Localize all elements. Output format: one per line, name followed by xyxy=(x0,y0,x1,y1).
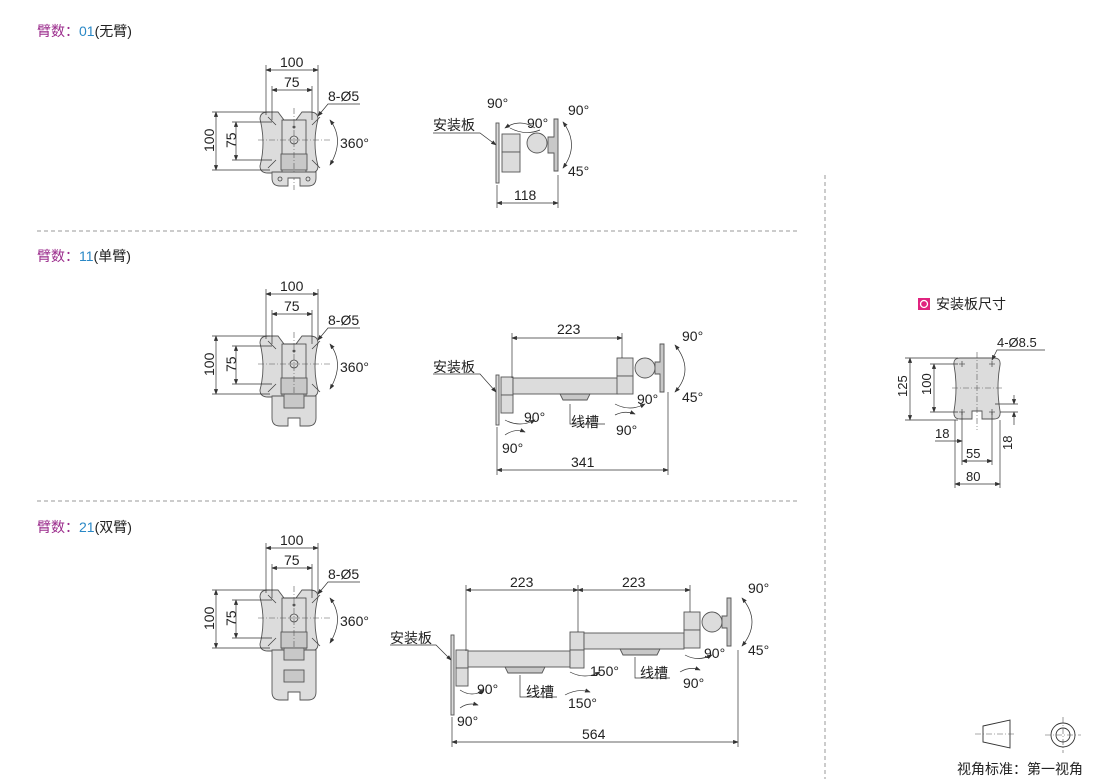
angle-label: 90° xyxy=(683,675,704,691)
cable-slot-label: 线槽 xyxy=(640,665,668,681)
dim-total-length: 341 xyxy=(571,454,595,470)
cable-slot-label: 线槽 xyxy=(526,684,554,700)
angle-label: 90° xyxy=(637,391,658,407)
dim-height-outer: 100 xyxy=(201,606,217,630)
angle-label: 90° xyxy=(487,95,508,111)
dim-total-length: 564 xyxy=(582,726,606,742)
angle-label: 90° xyxy=(477,681,498,697)
angle-label: 150° xyxy=(568,695,597,711)
dim-height-outer: 100 xyxy=(201,352,217,376)
tilt-up-label: 90° xyxy=(568,102,589,118)
dim-holes: 8-Ø5 xyxy=(328,566,359,582)
cable-slot-label: 线槽 xyxy=(571,414,599,430)
dim-edge-left: 18 xyxy=(935,426,949,441)
angle-label: 90° xyxy=(704,645,725,661)
angle-label: 90° xyxy=(524,409,545,425)
dim-depth: 118 xyxy=(514,187,537,203)
tilt-down-label: 45° xyxy=(568,163,589,179)
dim-arm2-length: 223 xyxy=(622,574,646,590)
dim-arm1-length: 223 xyxy=(510,574,534,590)
front-view: 100 75 8-Ø5 100 75 360° xyxy=(201,532,369,701)
dim-width: 80 xyxy=(966,469,980,484)
angle-label: 90° xyxy=(527,115,548,131)
dim-rotation: 360° xyxy=(340,359,369,375)
dim-width-inner: 75 xyxy=(284,298,300,314)
tilt-down-label: 45° xyxy=(682,389,703,405)
angle-label: 90° xyxy=(616,422,637,438)
mount-plate-label: 安装板 xyxy=(390,630,432,646)
dim-height-inner: 75 xyxy=(223,610,239,626)
dim-height-outer: 125 xyxy=(895,375,910,397)
mount-plate-label: 安装板 xyxy=(433,117,475,133)
dim-height-outer: 100 xyxy=(201,128,217,152)
tilt-up-label: 90° xyxy=(682,328,703,344)
dim-holes: 4-Ø8.5 xyxy=(997,335,1037,350)
mount-plate-label: 安装板 xyxy=(433,359,475,375)
side-view: 安装板 223 223 564 90° 45° 90° 90° 150° 150… xyxy=(390,574,769,747)
dim-height-inner: 75 xyxy=(223,356,239,372)
dim-hole-spacing: 55 xyxy=(966,446,980,461)
section-title: 臂数：21(双臂) xyxy=(37,519,132,535)
dim-arm-length: 223 xyxy=(557,321,581,337)
dim-height-inner: 100 xyxy=(919,373,934,395)
dim-edge-bottom: 18 xyxy=(1000,436,1015,450)
front-view: 100 75 8-Ø5 100 75 360° xyxy=(201,278,369,427)
tilt-up-label: 90° xyxy=(748,580,769,596)
tilt-down-label: 45° xyxy=(748,642,769,658)
side-view: 安装板 90° 90° 90° 45° 118 xyxy=(433,95,589,208)
dim-rotation: 360° xyxy=(340,613,369,629)
mount-plate-panel: 安装板尺寸 4-Ø8.5 125 100 18 18 55 80 xyxy=(895,296,1045,488)
dim-width-inner: 75 xyxy=(284,552,300,568)
projection-label: 视角标准：第一视角 xyxy=(957,761,1083,777)
projection-symbol: 视角标准：第一视角 xyxy=(957,717,1083,777)
section-no-arm: 臂数：01(无臂) 100 75 8-Ø5 100 75 360° xyxy=(37,23,589,208)
dim-height-inner: 75 xyxy=(223,132,239,148)
mount-plate-title: 安装板尺寸 xyxy=(936,296,1006,312)
section-badge-icon xyxy=(918,298,930,310)
dim-width-outer: 100 xyxy=(280,532,304,548)
dim-width-outer: 100 xyxy=(280,54,304,70)
angle-label: 90° xyxy=(502,440,523,456)
dim-width-outer: 100 xyxy=(280,278,304,294)
side-view: 安装板 223 341 90° 45° 90° 90° 90° 90° 线槽 xyxy=(433,321,703,475)
section-double-arm: 臂数：21(双臂) 100 75 8-Ø5 100 75 360° xyxy=(37,519,769,747)
angle-label: 150° xyxy=(590,663,619,679)
circle-view-icon xyxy=(1045,717,1081,753)
section-title: 臂数：11(单臂) xyxy=(37,248,131,264)
angle-label: 90° xyxy=(457,713,478,729)
frustum-icon xyxy=(982,719,1011,749)
dim-holes: 8-Ø5 xyxy=(328,88,359,104)
section-single-arm: 臂数：11(单臂) 100 75 8-Ø5 100 75 360° xyxy=(37,248,703,475)
dim-rotation: 360° xyxy=(340,135,369,151)
dim-holes: 8-Ø5 xyxy=(328,312,359,328)
front-view: 100 75 8-Ø5 100 75 360° xyxy=(201,54,369,191)
dim-width-inner: 75 xyxy=(284,74,300,90)
section-title: 臂数：01(无臂) xyxy=(37,23,132,39)
